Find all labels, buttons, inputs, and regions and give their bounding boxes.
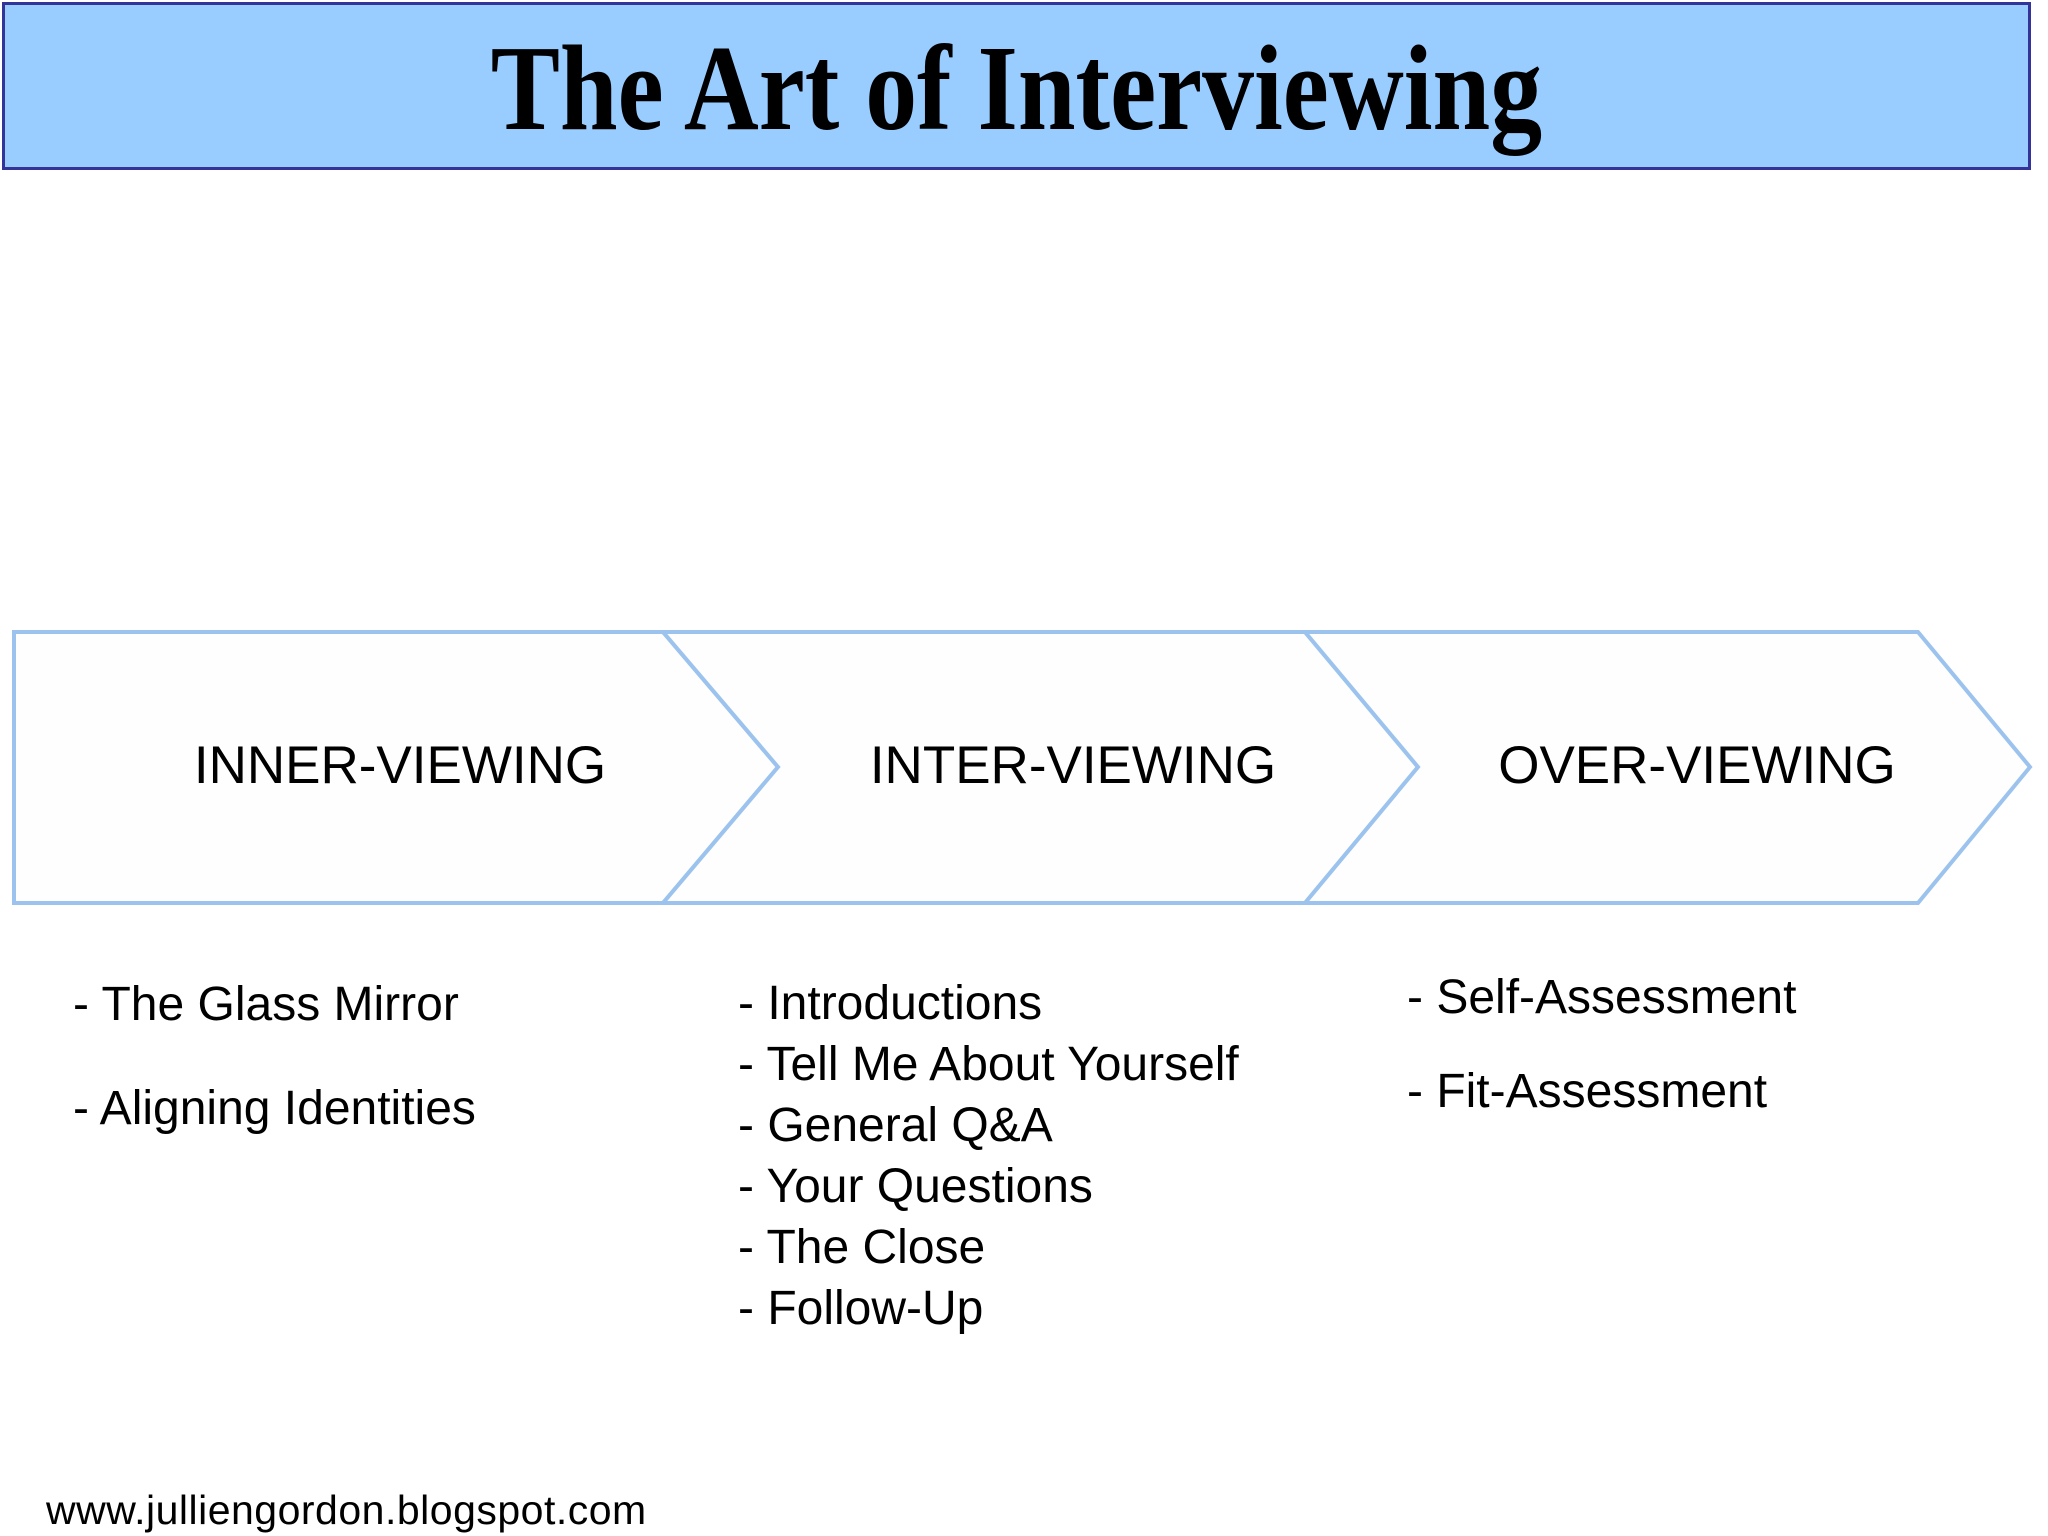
footer-url: www.julliengordon.blogspot.com: [46, 1487, 647, 1533]
stage-label-inner-viewing: INNER-VIEWING: [193, 736, 607, 795]
chevron-stage-3-shape: [1300, 630, 2033, 905]
bullet-item: - Self-Assessment: [1407, 971, 1797, 1024]
bullet-item: - Aligning Identities: [73, 1082, 476, 1135]
stage-label-inter-viewing: INTER-VIEWING: [869, 736, 1277, 795]
bullet-item: - General Q&A: [738, 1099, 1053, 1152]
bullet-item: - Your Questions: [738, 1160, 1093, 1213]
bullet-item: - Introductions: [738, 977, 1043, 1030]
bullet-item: - The Close: [738, 1221, 986, 1274]
title-bar: The Art of Interviewing: [2, 2, 2031, 170]
slide-title: The Art of Interviewing: [490, 21, 1543, 156]
bullet-list-over-viewing: - Self-Assessment - Fit-Assessment: [1407, 967, 1796, 1155]
process-chevron-diagram: [12, 630, 2033, 905]
bullet-list-inter-viewing: - Introductions - Tell Me About Yourself…: [738, 973, 1239, 1339]
bullet-item: - Fit-Assessment: [1407, 1065, 1768, 1118]
bullet-item: - The Glass Mirror: [73, 978, 459, 1031]
bullet-list-inner-viewing: - The Glass Mirror - Aligning Identities: [73, 974, 476, 1182]
bullet-item: - Tell Me About Yourself: [738, 1038, 1239, 1091]
bullet-item: - Follow-Up: [738, 1282, 984, 1335]
stage-label-over-viewing: OVER-VIEWING: [1498, 736, 1896, 795]
